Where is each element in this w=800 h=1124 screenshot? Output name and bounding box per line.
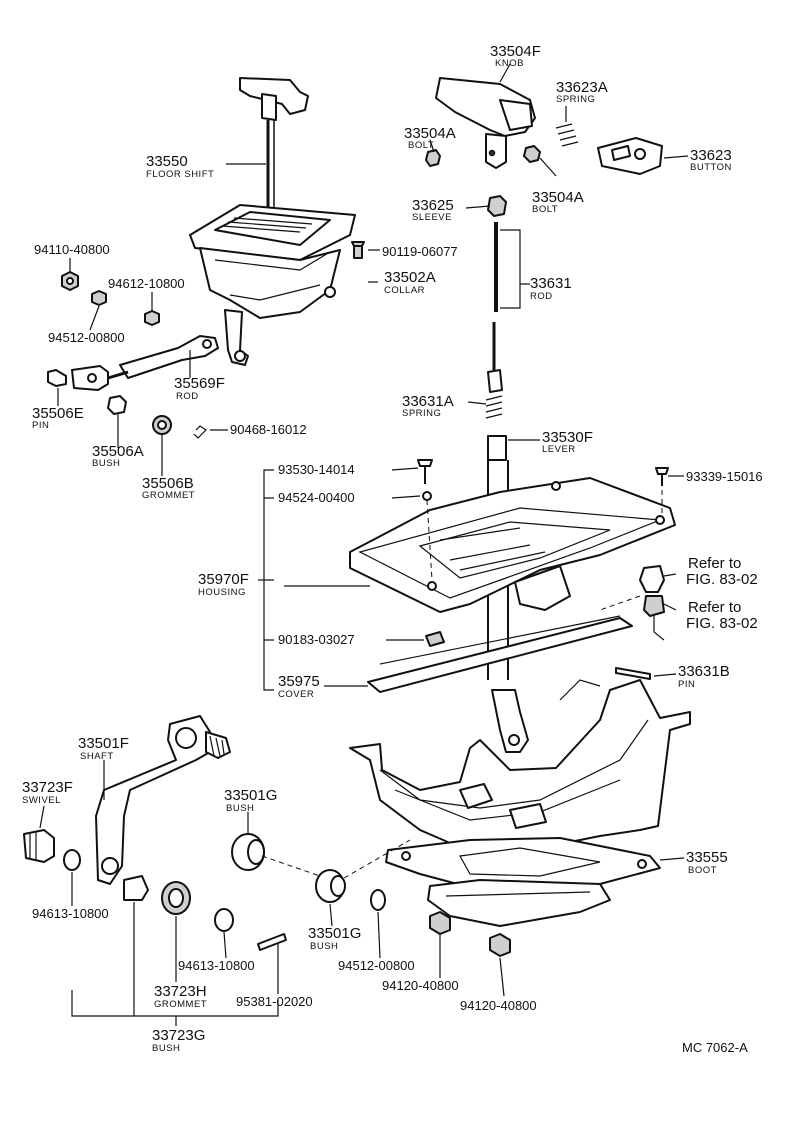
part-desc-knob: KNOB [495,58,524,69]
part-number-33504A-top: 33504A [404,125,456,142]
part-number-33623A: 33623A [556,79,608,96]
part-number-94524-00400: 94524-00400 [278,490,355,505]
part-desc-collar: COLLAR [384,285,425,296]
part-number-94120-40800-right: 94120-40800 [460,998,537,1013]
part-number-95381-02020: 95381-02020 [236,994,313,1009]
part-desc-rod-35569F: ROD [176,391,199,402]
drawing-lower-bracket [349,679,691,957]
part-number-33501G-bottom: 33501G [308,925,361,942]
part-number-33501G-top: 33501G [224,787,277,804]
part-number-33501F: 33501F [78,735,129,752]
part-number-94613-10800-right: 94613-10800 [178,958,255,973]
part-number-93530-14014: 93530-14014 [278,462,355,477]
refer-to-line1-bottom: Refer to [688,599,741,616]
refer-to-line1-top: Refer to [688,555,741,572]
part-number-35506E: 35506E [32,405,84,422]
part-number-33631A: 33631A [402,393,454,410]
part-number-90119-06077: 90119-06077 [382,244,458,259]
part-number-33555: 33555 [686,849,728,866]
part-number-33623: 33623 [690,147,732,164]
part-number-94612-10800: 94612-10800 [108,276,185,291]
part-number-93339-15016: 93339-15016 [686,469,763,484]
refer-to-fig-bottom: FIG. 83-02 [686,615,758,632]
part-desc-pin: PIN [32,420,49,431]
part-number-35569F: 35569F [174,375,225,392]
part-number-35970F: 35970F [198,571,249,588]
drawing-housing [349,435,676,680]
part-number-35506B: 35506B [142,475,194,492]
part-number-35975: 35975 [278,673,320,690]
part-desc-housing: HOUSING [198,587,246,598]
part-number-33631B: 33631B [678,663,730,680]
part-desc-spring-33631A: SPRING [402,408,441,419]
part-number-33723G: 33723G [152,1027,205,1044]
part-desc-boot: BOOT [688,865,717,876]
part-desc-grommet-33723H: GROMMET [154,999,207,1010]
leader-lines [39,63,689,1026]
part-number-90468-16012: 90468-16012 [230,422,307,437]
part-desc-lever: LEVER [542,444,576,455]
drawing-knob-assembly [425,77,663,175]
part-desc-button: BUTTON [690,162,732,173]
part-desc-bush-33501G-bottom: BUSH [310,941,338,952]
part-desc-pin-33631B: PIN [678,679,695,690]
drawing-floor-shift-assembly [189,77,365,366]
figure-code: MC 7062-A [682,1040,748,1055]
part-desc-bolt-right: BOLT [532,204,558,215]
part-desc-bush-33501G-top: BUSH [226,803,254,814]
part-number-94512-00800-bottom: 94512-00800 [338,958,415,973]
part-number-94120-40800-left: 94120-40800 [382,978,459,993]
part-number-33502A: 33502A [384,269,436,286]
part-number-33631: 33631 [530,275,572,292]
part-number-94512-00800-top: 94512-00800 [48,330,125,345]
part-desc-shaft: SHAFT [80,751,114,762]
part-number-94110-40800: 94110-40800 [34,242,110,257]
drawing-shift-shaft [23,715,411,951]
part-number-33530F: 33530F [542,429,593,446]
part-number-33723H: 33723H [154,983,207,1000]
drawing-cover [367,615,651,693]
part-desc-sleeve: SLEEVE [412,212,452,223]
drawing-nuts-left [61,271,160,326]
part-number-90183-03027: 90183-03027 [278,632,355,647]
part-desc-bolt-top: BOLT [408,140,434,151]
part-desc-rod: ROD [530,291,553,302]
part-number-35506A: 35506A [92,443,144,460]
part-number-33550: 33550 [146,153,188,170]
part-desc-bush-33723G: BUSH [152,1043,180,1054]
part-desc-grommet-35506B: GROMMET [142,490,195,501]
drawing-control-rod [47,335,219,439]
part-number-33723F: 33723F [22,779,73,796]
refer-to-fig-top: FIG. 83-02 [686,571,758,588]
part-number-33625: 33625 [412,197,454,214]
part-desc-bush-35506A: BUSH [92,458,120,469]
part-number-33504F: 33504F [490,43,541,60]
part-number-94613-10800-left: 94613-10800 [32,906,109,921]
part-desc-floor-shift: FLOOR SHIFT [146,169,214,180]
part-desc-cover: COVER [278,689,314,700]
part-desc-swivel: SWIVEL [22,795,61,806]
drawing-sleeve-rod-spring [485,195,507,419]
labels: 33504F KNOB 33623A SPRING 33504A BOLT 33… [22,43,763,1055]
part-number-33504A-right: 33504A [532,189,584,206]
part-desc-spring: SPRING [556,94,595,105]
